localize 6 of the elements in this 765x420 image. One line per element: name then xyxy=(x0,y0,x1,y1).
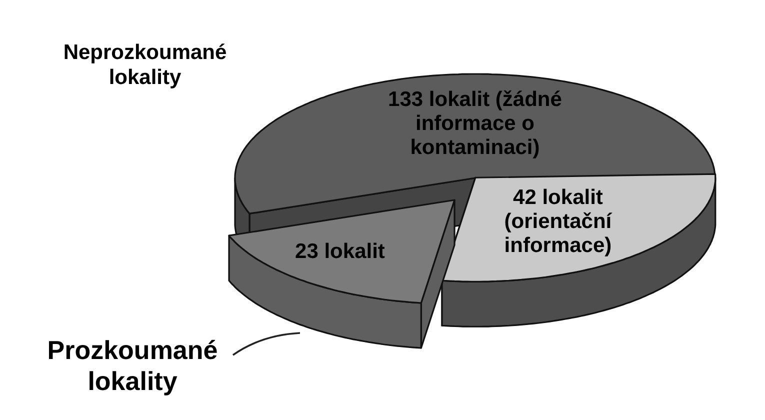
slice-label: 42 lokalit (orientační informace) xyxy=(503,186,614,258)
callout-label: Prozkoumané lokality xyxy=(20,335,245,398)
slice-label: 133 lokalit (žádné informace o kontaminaci) xyxy=(387,88,563,160)
leader-line xyxy=(232,332,300,356)
slice-label: 23 lokalit xyxy=(294,240,386,264)
callout-label: Neprozkoumané lokality xyxy=(62,40,228,90)
